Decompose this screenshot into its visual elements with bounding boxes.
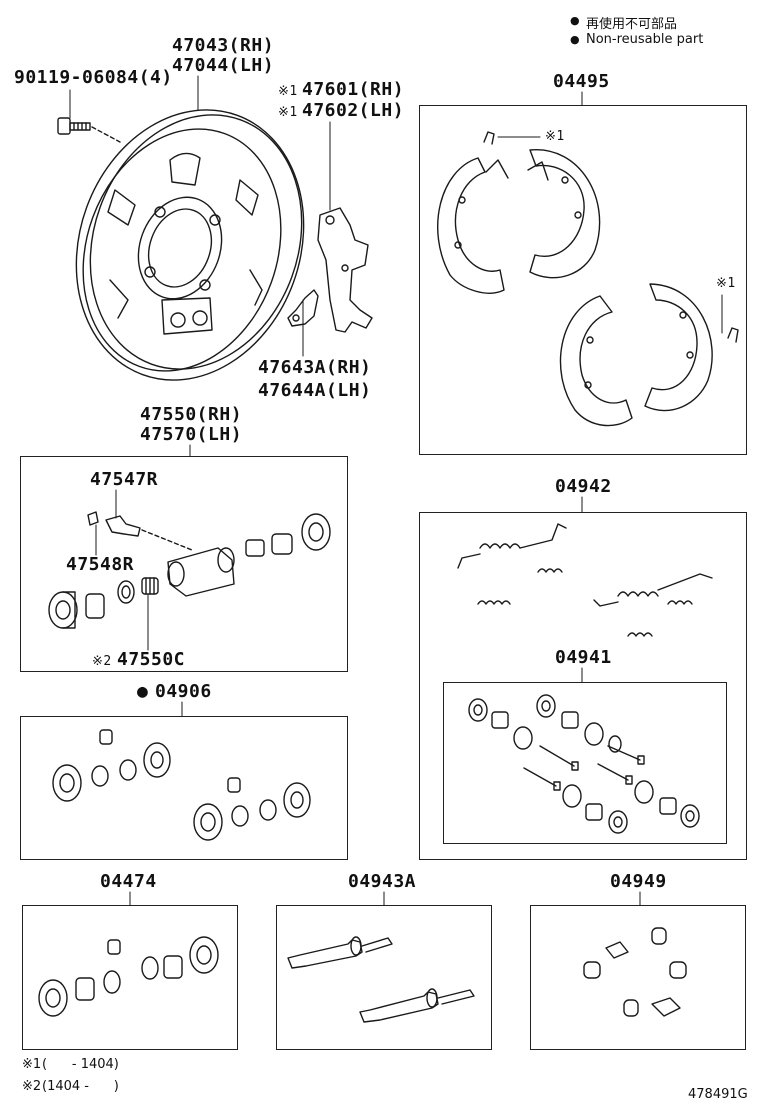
label-lever-rh: 47601(RH)	[302, 79, 405, 100]
box-hold-kit	[443, 682, 727, 844]
label-cap: 47548R	[66, 554, 135, 575]
box-spring-kit	[419, 512, 747, 860]
footnote-2-text: (1404 - )	[42, 1079, 119, 1094]
label-repair-dot: ●	[137, 681, 149, 702]
label-shoe-kit: 04495	[553, 71, 610, 92]
label-spring-kit: 04942	[555, 476, 612, 497]
label-strut-rh: 47643A(RH)	[258, 357, 372, 378]
box-wheel-cylinder	[20, 456, 348, 672]
label-repair-kit: 04906	[155, 681, 212, 702]
label-cup-kit: 47550C	[117, 649, 186, 670]
legend-dot-1: ●	[570, 14, 580, 27]
clip-icon	[483, 131, 739, 343]
label-lever-lh: 47602(LH)	[302, 100, 405, 121]
label-lever-mark-1: ※1	[278, 84, 298, 99]
label-cyl-rh: 47550(RH)	[140, 404, 243, 425]
kit-04949-parts-icon	[583, 927, 687, 1017]
repair-kit-parts-icon	[52, 729, 311, 841]
hold-down-parts-icon	[468, 694, 700, 834]
kit-04474-parts-icon	[38, 936, 219, 1017]
backing-plate-icon	[75, 109, 305, 381]
label-kit-b: 04943A	[348, 871, 417, 892]
label-lever-mark-2: ※1	[278, 105, 298, 120]
figure-id: 478491G	[688, 1087, 748, 1102]
label-kit-a: 04474	[100, 871, 157, 892]
label-bolt: 90119-06084(4)	[14, 67, 173, 88]
box-kit-c	[530, 905, 746, 1050]
label-bleeder: 47547R	[90, 469, 159, 490]
brake-shoe-upper-left-icon	[437, 157, 509, 294]
box-repair-kit	[20, 716, 348, 860]
legend-line-2: Non-reusable part	[586, 32, 704, 47]
parking-lever-icon	[317, 207, 373, 333]
wheel-cylinder-icon	[48, 511, 331, 629]
bolt-icon	[57, 117, 121, 143]
label-cyl-lh: 47570(LH)	[140, 424, 243, 445]
label-plate-lh: 47044(LH)	[172, 55, 275, 76]
strut-icon	[287, 289, 319, 327]
kit-04943A-parts-icon	[287, 936, 475, 1023]
label-shoe-mark-right: ※1	[716, 276, 736, 291]
brake-shoe-lower-left-icon	[559, 295, 633, 427]
footnote-2-mark: ※2	[22, 1079, 42, 1094]
label-kit-c: 04949	[610, 871, 667, 892]
label-strut-lh: 47644A(LH)	[258, 380, 372, 401]
label-cup-kit-mark: ※2	[92, 654, 112, 669]
springs-icon	[457, 523, 713, 637]
brake-shoe-lower-right-icon	[644, 283, 713, 412]
label-plate-rh: 47043(RH)	[172, 35, 275, 56]
footnote-1-text: ( - 1404)	[42, 1057, 119, 1072]
box-shoe-kit	[419, 105, 747, 455]
brake-shoe-upper-right-icon	[527, 149, 601, 279]
label-shoe-mark-top: ※1	[545, 129, 565, 144]
legend-line-1: 再使用不可部品	[586, 17, 678, 32]
leader-lines	[69, 75, 723, 906]
footnote-1-mark: ※1	[22, 1057, 42, 1072]
legend-dot-2: ●	[570, 33, 580, 46]
label-hold-kit: 04941	[555, 647, 612, 668]
